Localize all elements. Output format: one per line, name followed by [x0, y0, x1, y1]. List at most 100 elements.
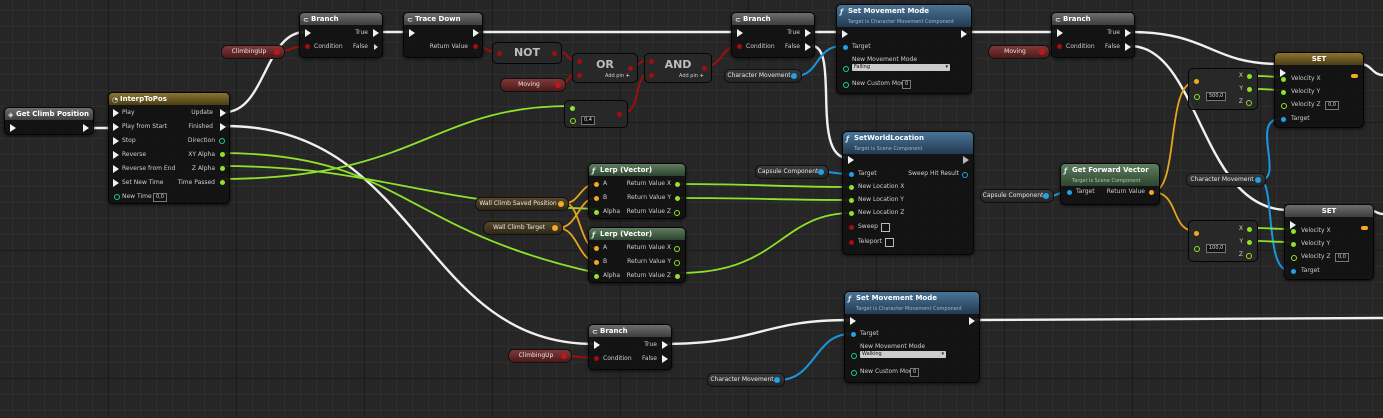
target-pin[interactable]: [1291, 269, 1296, 274]
not-output-pin[interactable]: [552, 51, 557, 56]
target-pin[interactable]: [1067, 190, 1072, 195]
or-input-b-pin[interactable]: [577, 73, 582, 78]
b-pin[interactable]: [594, 260, 599, 265]
capsule-component-pin[interactable]: [818, 169, 824, 175]
capsule-component-pin[interactable]: [1043, 193, 1049, 199]
velocity-z-field[interactable]: 0,0: [1335, 253, 1349, 262]
velocity-z-pin[interactable]: [1281, 103, 1287, 109]
return-y-pin[interactable]: [675, 196, 680, 201]
return-value-pin[interactable]: [473, 44, 478, 49]
xy-alpha-pin[interactable]: [220, 152, 225, 157]
condition-pin[interactable]: [594, 356, 599, 361]
moving-getter[interactable]: Moving: [500, 78, 566, 92]
branch-node-2[interactable]: ⊂Branch Condition True False: [731, 12, 815, 58]
target-pin[interactable]: [843, 45, 848, 50]
new-location-z-pin[interactable]: [849, 211, 854, 216]
velocity-z-field[interactable]: 0,0: [1325, 101, 1339, 110]
character-movement-getter[interactable]: Character Movement: [724, 69, 802, 83]
z-alpha-pin[interactable]: [220, 166, 225, 171]
return-x-pin[interactable]: [674, 246, 680, 252]
velocity-y-pin[interactable]: [1291, 242, 1296, 247]
stop-pin[interactable]: [113, 137, 119, 145]
climbing-up-getter-2[interactable]: ClimbingUp: [508, 349, 572, 363]
movement-mode-dropdown[interactable]: Walking▾: [860, 351, 946, 358]
exec-input-pin[interactable]: [737, 29, 743, 37]
capsule-component-getter-2[interactable]: Capsule Component: [980, 189, 1054, 203]
y-output-pin[interactable]: [1247, 87, 1252, 92]
branch-node-3[interactable]: ⊂Branch Condition True False: [1051, 12, 1135, 58]
condition-pin[interactable]: [1057, 44, 1062, 49]
and-add-pin[interactable]: Add pin +: [679, 72, 704, 80]
exec-input-pin[interactable]: [1280, 69, 1286, 77]
exec-input-pin[interactable]: [842, 30, 848, 38]
vector-multiply-node-1[interactable]: 500,0 X Y Z: [1188, 68, 1258, 110]
condition-pin[interactable]: [737, 44, 742, 49]
float-input-pin[interactable]: [1194, 94, 1200, 100]
multiplier-field[interactable]: 100,0: [1206, 244, 1227, 253]
compare-input-a-pin[interactable]: [570, 106, 575, 111]
exec-input-pin[interactable]: [1057, 29, 1063, 37]
exec-output-pin[interactable]: [83, 124, 89, 132]
and-node[interactable]: AND Add pin +: [644, 53, 712, 83]
return-x-pin[interactable]: [675, 182, 680, 187]
y-output-pin[interactable]: [1247, 240, 1252, 245]
moving-getter-2[interactable]: Moving: [988, 45, 1050, 59]
exec-output-pin[interactable]: [963, 156, 969, 164]
exec-input-pin[interactable]: [10, 124, 16, 132]
or-output-pin[interactable]: [628, 66, 633, 71]
float-input-pin[interactable]: [1194, 246, 1200, 252]
new-time-pin[interactable]: [114, 194, 120, 200]
velocity-y-pin[interactable]: [1281, 90, 1286, 95]
wall-climb-target-getter[interactable]: Wall Climb Target: [483, 221, 563, 235]
exec-input-pin[interactable]: [1290, 221, 1296, 229]
alpha-pin[interactable]: [594, 210, 599, 215]
moving-pin[interactable]: [1039, 49, 1045, 55]
compare-value-field[interactable]: 0,4: [581, 116, 595, 125]
sweep-pin[interactable]: [849, 225, 854, 230]
movement-mode-pin[interactable]: [851, 353, 857, 359]
climbing-up-pin[interactable]: [561, 353, 567, 359]
x-output-pin[interactable]: [1247, 74, 1252, 79]
and-output-pin[interactable]: [702, 66, 707, 71]
or-node[interactable]: OR Add pin +: [572, 53, 638, 83]
target-pin[interactable]: [851, 332, 856, 337]
alpha-pin[interactable]: [594, 274, 599, 279]
capsule-component-getter[interactable]: Capsule Component: [755, 165, 829, 179]
velocity-output-pin[interactable]: [1351, 74, 1358, 78]
sweep-hit-result-pin[interactable]: [962, 172, 968, 178]
velocity-z-pin[interactable]: [1291, 255, 1297, 261]
custom-mode-pin[interactable]: [851, 370, 857, 376]
condition-pin[interactable]: [305, 44, 310, 49]
return-z-pin[interactable]: [674, 210, 680, 216]
set-velocity-node-1[interactable]: SET Velocity X Velocity Y Velocity Z 0,0…: [1274, 52, 1364, 128]
and-input-b-pin[interactable]: [649, 73, 654, 78]
climbing-up-pin[interactable]: [274, 49, 280, 55]
true-pin[interactable]: [805, 29, 811, 37]
wall-climb-saved-position-pin[interactable]: [558, 201, 564, 207]
exec-input-pin[interactable]: [305, 29, 311, 37]
character-movement-getter-2[interactable]: Character Movement: [1186, 173, 1266, 187]
vector-input-pin[interactable]: [1194, 231, 1199, 236]
new-location-y-pin[interactable]: [849, 198, 854, 203]
branch-node-1[interactable]: ⊂Branch Condition True False: [299, 12, 383, 58]
custom-mode-pin[interactable]: [843, 82, 849, 88]
play-pin[interactable]: [113, 109, 119, 117]
custom-mode-field[interactable]: 0: [902, 80, 912, 89]
teleport-pin[interactable]: [849, 240, 854, 245]
reverse-from-end-pin[interactable]: [113, 165, 119, 173]
compare-node[interactable]: 0,4: [564, 100, 628, 128]
get-climb-position-node[interactable]: ◈Get Climb Position: [4, 107, 94, 135]
set-new-time-pin[interactable]: [113, 179, 119, 187]
reverse-pin[interactable]: [113, 151, 119, 159]
character-movement-getter-3[interactable]: Character Movement: [707, 373, 785, 387]
exec-input-pin[interactable]: [409, 29, 415, 37]
or-add-pin[interactable]: Add pin +: [605, 72, 630, 80]
set-velocity-node-2[interactable]: SET Velocity X Velocity Y Velocity Z 0,0…: [1284, 204, 1374, 280]
compare-output-pin[interactable]: [617, 112, 622, 117]
not-node[interactable]: NOT: [492, 42, 562, 64]
custom-mode-field[interactable]: 0: [910, 368, 920, 377]
